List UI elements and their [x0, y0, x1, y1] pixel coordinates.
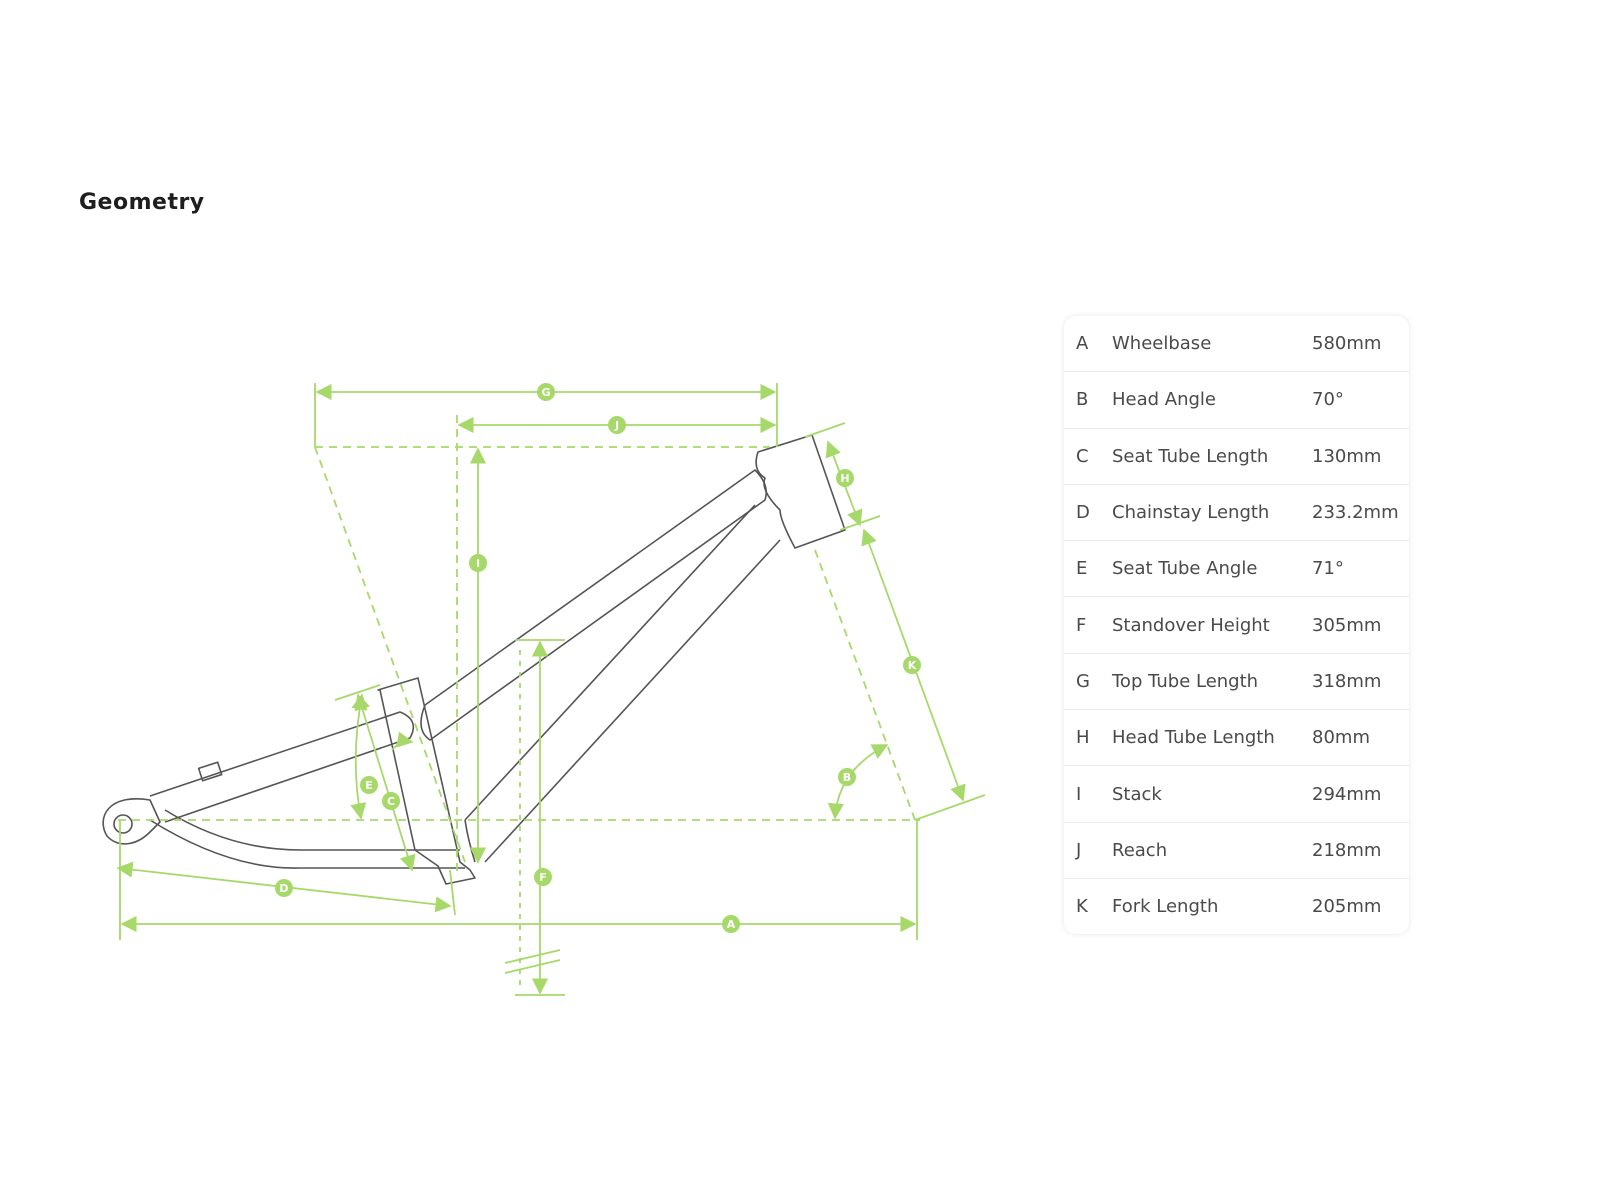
- row-name: Head Angle: [1112, 389, 1217, 411]
- callout-b: B: [838, 768, 856, 786]
- svg-text:G: G: [541, 386, 550, 399]
- row-name: Head Tube Length: [1112, 727, 1275, 749]
- table-row: F Standover Height 305mm: [1064, 597, 1409, 654]
- row-letter: D: [1076, 502, 1090, 524]
- rear-axle: [113, 814, 133, 834]
- table-row: A Wheelbase 580mm: [1064, 316, 1409, 373]
- table-row: D Chainstay Length 233.2mm: [1064, 485, 1409, 542]
- row-name: Standover Height: [1112, 614, 1270, 636]
- table-row: C Seat Tube Length 130mm: [1064, 429, 1409, 485]
- row-letter: A: [1076, 333, 1089, 355]
- bike-frame: [102, 434, 846, 885]
- brake-mount: [197, 761, 223, 782]
- row-letter: E: [1076, 558, 1088, 580]
- row-value: 233.2mm: [1312, 502, 1399, 524]
- geometry-diagram: G J H I K B E C D F A: [102, 383, 986, 996]
- down-tube: [464, 504, 756, 821]
- row-value: 70°: [1312, 389, 1344, 411]
- row-name: Top Tube Length: [1112, 670, 1259, 692]
- svg-text:D: D: [279, 882, 288, 895]
- row-letter: H: [1076, 727, 1090, 749]
- table-row: I Stack 294mm: [1064, 766, 1409, 823]
- callout-f: F: [534, 868, 552, 886]
- svg-text:K: K: [908, 659, 917, 672]
- callout-g: G: [537, 383, 555, 401]
- svg-text:F: F: [539, 871, 547, 884]
- head-tube: [755, 434, 846, 549]
- row-name: Seat Tube Angle: [1112, 558, 1258, 580]
- row-value: 130mm: [1312, 445, 1382, 467]
- row-name: Chainstay Length: [1112, 502, 1270, 524]
- table-row: K Fork Length 205mm: [1064, 879, 1409, 934]
- row-value: 305mm: [1312, 614, 1382, 636]
- row-letter: I: [1076, 783, 1082, 805]
- table-row: H Head Tube Length 80mm: [1064, 710, 1409, 767]
- row-value: 294mm: [1312, 783, 1382, 805]
- svg-text:J: J: [614, 419, 619, 432]
- row-value: 71°: [1312, 558, 1344, 580]
- row-letter: J: [1076, 839, 1082, 861]
- callout-a: A: [722, 915, 740, 933]
- callout-j: J: [608, 416, 626, 434]
- row-value: 80mm: [1312, 727, 1370, 749]
- row-name: Fork Length: [1112, 896, 1219, 918]
- dim-line-e: [350, 693, 368, 820]
- page-title: Geometry: [79, 190, 205, 215]
- row-value: 218mm: [1312, 839, 1382, 861]
- table-row: J Reach 218mm: [1064, 823, 1409, 879]
- svg-text:E: E: [365, 779, 373, 792]
- callout-i: I: [469, 554, 487, 572]
- callout-h: H: [836, 469, 854, 487]
- seat-tube: [377, 677, 476, 885]
- top-tube: [420, 469, 768, 741]
- row-letter: F: [1076, 614, 1087, 636]
- rear-dropout: [102, 798, 161, 845]
- row-name: Stack: [1112, 783, 1162, 805]
- table-row: B Head Angle 70°: [1064, 372, 1409, 429]
- row-letter: K: [1076, 896, 1088, 918]
- svg-text:H: H: [840, 472, 849, 485]
- row-value: 318mm: [1312, 670, 1382, 692]
- callout-c: C: [382, 792, 400, 810]
- svg-text:A: A: [727, 918, 736, 931]
- row-name: Reach: [1112, 839, 1168, 861]
- svg-text:C: C: [387, 795, 395, 808]
- row-letter: G: [1076, 670, 1090, 692]
- row-value: 205mm: [1312, 896, 1382, 918]
- svg-text:I: I: [476, 557, 480, 570]
- svg-text:B: B: [843, 771, 851, 784]
- table-row: E Seat Tube Angle 71°: [1064, 541, 1409, 598]
- dimension-lines: [116, 383, 986, 996]
- table-row: G Top Tube Length 318mm: [1064, 654, 1409, 711]
- callout-badges: G J H I K B E C D F A: [275, 383, 921, 933]
- row-letter: C: [1076, 445, 1089, 467]
- row-letter: B: [1076, 389, 1089, 411]
- callout-k: K: [903, 656, 921, 674]
- row-value: 580mm: [1312, 333, 1382, 355]
- row-name: Wheelbase: [1112, 333, 1212, 355]
- callout-d: D: [275, 879, 293, 897]
- row-name: Seat Tube Length: [1112, 445, 1269, 467]
- callout-e: E: [360, 776, 378, 794]
- seat-stay: [149, 711, 415, 823]
